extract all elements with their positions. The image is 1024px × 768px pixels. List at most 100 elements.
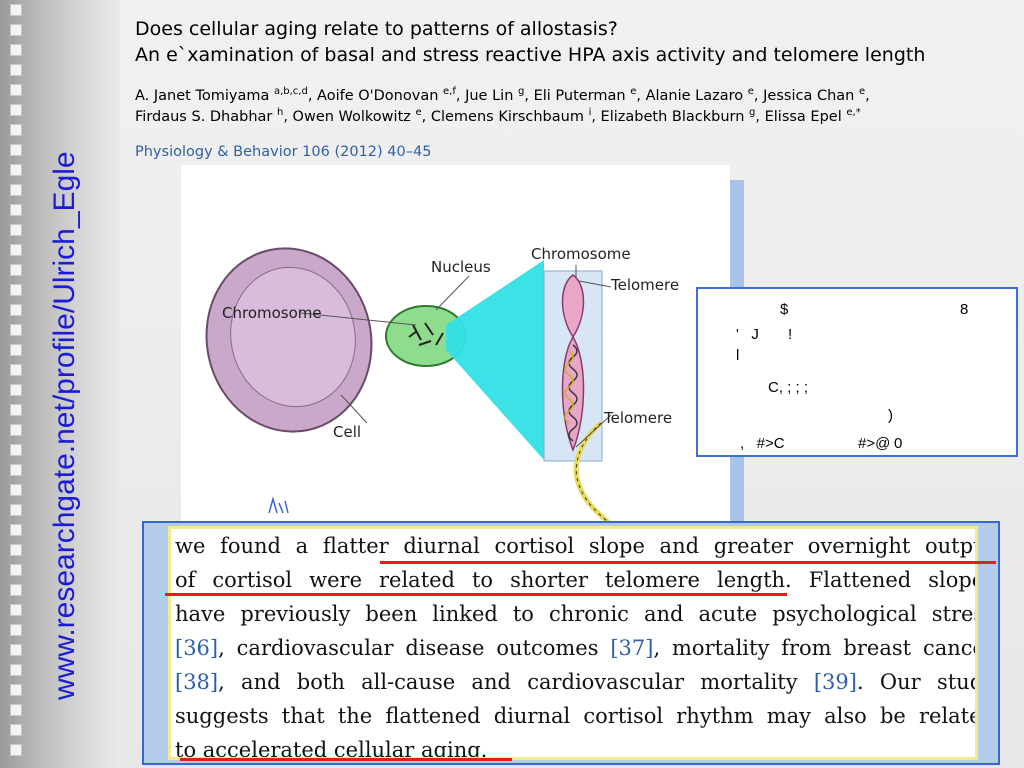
author-affiliation: g — [518, 86, 525, 97]
quote-text: , cardiovascular disease outcomes — [218, 636, 611, 660]
quote-box: we found a flatter diurnal cortisol slop… — [168, 526, 978, 760]
quote-text: suggests that the flattened diurnal cort… — [175, 704, 978, 728]
quote-text: to accelerated cellular aging. — [175, 738, 488, 760]
author-name: , Elizabeth Blackburn — [591, 109, 750, 125]
film-hole — [10, 224, 22, 236]
film-hole — [10, 244, 22, 256]
garbled-line: $ — [780, 301, 789, 318]
paper-title-line-1: Does cellular aging relate to patterns o… — [135, 18, 618, 40]
paper-title: Does cellular aging relate to patterns o… — [135, 16, 1015, 68]
film-hole — [10, 264, 22, 276]
film-hole — [10, 124, 22, 136]
label-chromosome-top: Chromosome — [531, 245, 631, 263]
author-affiliation: i — [588, 107, 592, 118]
author-affiliation: e — [747, 86, 754, 97]
label-nucleus: Nucleus — [431, 258, 491, 276]
garbled-line: ' J ! — [736, 326, 793, 343]
reference-link[interactable]: [39] — [813, 670, 857, 694]
author-name: , — [865, 88, 870, 104]
film-hole — [10, 364, 22, 376]
quote-text: , mortality from breast cancer — [653, 636, 978, 660]
film-strip-holes — [10, 4, 24, 764]
quote-text: . Our study — [856, 670, 975, 694]
author-name: , Aoife O'Donovan — [307, 88, 444, 104]
authors-line-1: A. Janet Tomiyama a,b,c,d, Aoife O'Donov… — [135, 86, 1015, 107]
paper-authors: A. Janet Tomiyama a,b,c,d, Aoife O'Donov… — [135, 86, 1015, 128]
film-hole — [10, 564, 22, 576]
film-hole — [10, 384, 22, 396]
dna-coil — [564, 344, 578, 442]
film-hole — [10, 4, 22, 16]
journal-citation: Physiology & Behavior 106 (2012) 40–45 — [135, 144, 432, 160]
film-hole — [10, 404, 22, 416]
garbled-line: ) — [888, 407, 893, 424]
film-hole — [10, 464, 22, 476]
film-hole — [10, 544, 22, 556]
film-hole — [10, 164, 22, 176]
author-name: , Eli Puterman — [524, 88, 631, 104]
label-telomere-bottom: Telomere — [603, 409, 672, 427]
zoom-cone — [446, 260, 544, 460]
film-hole — [10, 104, 22, 116]
film-hole — [10, 44, 22, 56]
film-hole — [10, 444, 22, 456]
film-hole — [10, 504, 22, 516]
quote-line: [38], and both all-cause and cardiovascu… — [175, 665, 975, 699]
watermark-url[interactable]: www.researchgate.net/profile/Ulrich_Egle — [48, 151, 81, 700]
quote-line: of cortisol were related to shorter telo… — [175, 563, 978, 597]
film-hole — [10, 184, 22, 196]
author-affiliation: h — [276, 107, 284, 118]
garbled-line: 8 — [960, 301, 969, 318]
film-hole — [10, 84, 22, 96]
author-name: , Alanie Lazaro — [636, 88, 748, 104]
author-affiliation: e — [630, 86, 637, 97]
paper-title-line-2: An e`xamination of basal and stress reac… — [135, 44, 926, 66]
film-hole — [10, 304, 22, 316]
small-scribble — [268, 496, 289, 514]
garbled-text-box: $ 8 ' J ! l C, ; ; ; ) , #>C #>@ 0 — [696, 287, 1018, 457]
author-name: , Jessica Chan — [753, 88, 859, 104]
author-name: , Owen Wolkowitz — [283, 109, 416, 125]
film-hole — [10, 204, 22, 216]
cell-telomere-figure: Nucleus Chromosome Chromosome Telomere T… — [181, 165, 730, 525]
film-hole — [10, 144, 22, 156]
chromosome-shape — [561, 274, 585, 453]
film-strip — [0, 0, 120, 768]
author-affiliation: e — [415, 107, 422, 118]
film-hole — [10, 324, 22, 336]
author-name: , Jue Lin — [455, 88, 518, 104]
author-name: , Elissa Epel — [755, 109, 847, 125]
author-affiliation: e,f — [443, 86, 456, 97]
reference-link[interactable]: [36] — [175, 636, 219, 660]
author-affiliation: a,b,c,d — [273, 86, 308, 97]
quote-line: suggests that the flattened diurnal cort… — [175, 699, 978, 733]
quote-text: we found a flatter diurnal cortisol slop… — [175, 534, 978, 558]
garbled-line: C, ; ; ; — [768, 379, 809, 396]
quote-text: of cortisol were related to shorter telo… — [175, 568, 978, 592]
reference-link[interactable]: [38] — [175, 670, 219, 694]
garbled-line: , #>C — [740, 435, 785, 452]
author-name: A. Janet Tomiyama — [135, 88, 274, 104]
film-hole — [10, 284, 22, 296]
label-cell: Cell — [333, 423, 361, 441]
film-hole — [10, 64, 22, 76]
film-hole — [10, 704, 22, 716]
film-hole — [10, 344, 22, 356]
cell-diagram: Nucleus Chromosome Chromosome Telomere T… — [205, 245, 679, 525]
nucleus-chromosomes — [408, 322, 444, 346]
author-affiliation: e — [858, 86, 866, 97]
red-underline — [165, 593, 787, 596]
reference-link[interactable]: [37] — [610, 636, 654, 660]
film-hole — [10, 24, 22, 36]
film-hole — [10, 604, 22, 616]
quote-text: have previously been linked to chronic a… — [175, 602, 978, 626]
red-underline — [380, 561, 996, 564]
quote-line: to accelerated cellular aging. — [175, 733, 975, 760]
quote-line: [36], cardiovascular disease outcomes [3… — [175, 631, 978, 665]
quote-line: we found a flatter diurnal cortisol slop… — [175, 529, 978, 563]
film-hole — [10, 584, 22, 596]
authors-line-2: Firdaus S. Dhabhar h, Owen Wolkowitz e, … — [135, 107, 1015, 128]
film-hole — [10, 624, 22, 636]
quote-line: have previously been linked to chronic a… — [175, 597, 978, 631]
label-telomere-top: Telomere — [610, 276, 679, 294]
